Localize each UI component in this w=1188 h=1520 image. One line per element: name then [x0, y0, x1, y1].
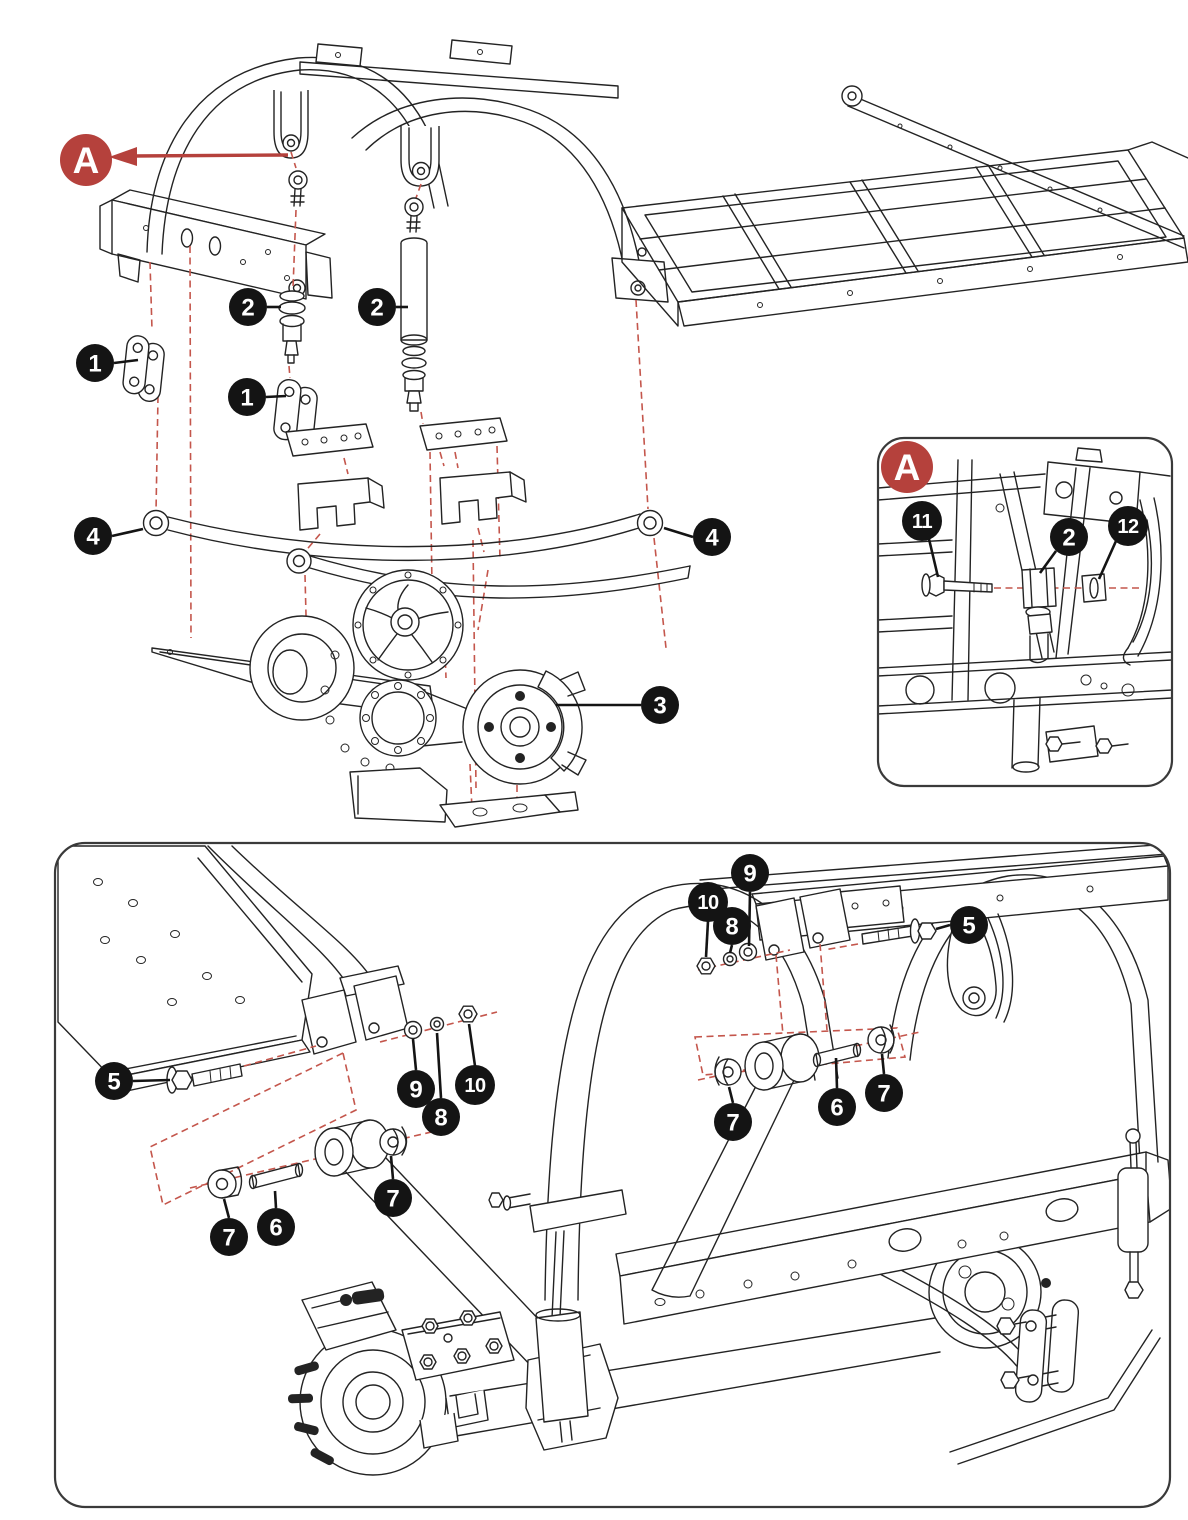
callout-6-right: 6	[818, 1057, 856, 1126]
inset-spacer	[1081, 573, 1107, 603]
inset-border	[876, 436, 1174, 788]
callout-6-left: 6	[257, 1190, 295, 1246]
hardware-left-washers	[403, 1005, 478, 1040]
inset-a-marker: A	[881, 441, 933, 493]
callout-1-left: 1	[76, 344, 139, 382]
leaf-spring-front	[142, 509, 664, 562]
svg-text:2: 2	[1062, 525, 1075, 552]
svg-text:1: 1	[88, 351, 101, 378]
u-bolt-nuts	[419, 1310, 503, 1370]
axle-differential	[249, 569, 579, 828]
callout-8-top: 8	[713, 907, 751, 954]
rear-hub-shackle	[871, 1235, 1080, 1403]
callout-5-left: 5	[95, 1062, 171, 1100]
callout-10-top: 10	[688, 882, 728, 958]
svg-text:11: 11	[912, 511, 933, 533]
detail-inset-view: A 11 2 12	[876, 436, 1174, 788]
callout-8-left: 8	[422, 1032, 460, 1136]
svg-text:8: 8	[434, 1105, 447, 1132]
bottom-assembly-view: 9 10 8 5 7 6 7 5	[53, 841, 1172, 1509]
svg-text:6: 6	[830, 1095, 843, 1122]
svg-text:A: A	[894, 447, 921, 488]
svg-text:7: 7	[386, 1186, 399, 1213]
callout-5-right: 5	[935, 906, 988, 944]
svg-text:5: 5	[962, 913, 975, 940]
detail-a-label: A	[73, 140, 100, 181]
spring-clamp-plates	[285, 417, 527, 531]
svg-text:4: 4	[86, 524, 100, 551]
axle-assembly	[288, 1189, 941, 1476]
callout-7-right-inner: 7	[714, 1086, 752, 1141]
svg-text:9: 9	[743, 861, 756, 888]
callout-7-left-inner: 7	[210, 1198, 248, 1256]
cargo-rack	[621, 85, 1188, 327]
shock-absorber-right	[400, 197, 428, 412]
bushing-set-right	[714, 1024, 895, 1091]
cargo-bed	[57, 845, 375, 1093]
shock-hanger-left	[273, 90, 309, 159]
frame-rail	[615, 1128, 1170, 1465]
callout-4-left: 4	[74, 517, 144, 555]
bushing-set-left	[207, 1119, 408, 1199]
svg-text:7: 7	[726, 1110, 739, 1137]
hardware-left-bolt	[166, 1063, 243, 1094]
svg-text:2: 2	[370, 295, 383, 322]
callout-11: 11	[902, 501, 942, 578]
callout-2-left: 2	[229, 288, 281, 326]
brake-disc-hub	[462, 669, 587, 785]
svg-text:9: 9	[409, 1077, 422, 1104]
detail-arrow-icon	[109, 147, 137, 166]
svg-text:2: 2	[241, 295, 254, 322]
svg-text:5: 5	[107, 1069, 120, 1096]
callout-7-left-outer: 7	[374, 1155, 412, 1217]
svg-text:7: 7	[877, 1081, 890, 1108]
inset-bolt	[921, 573, 993, 597]
shackle-plates-left	[122, 335, 165, 402]
inset-bushing	[1021, 567, 1057, 664]
svg-text:10: 10	[464, 1075, 486, 1097]
svg-text:8: 8	[725, 914, 738, 941]
svg-text:4: 4	[705, 525, 719, 552]
detail-a-marker: A	[60, 134, 289, 186]
callout-4-right: 4	[663, 518, 731, 556]
callout-2-inset: 2	[1038, 518, 1088, 574]
leaf-spring-rear	[286, 548, 691, 599]
svg-text:7: 7	[222, 1225, 235, 1252]
svg-text:12: 12	[1117, 516, 1139, 538]
svg-text:6: 6	[269, 1215, 282, 1242]
frame-structure	[301, 843, 1169, 1301]
svg-text:3: 3	[653, 693, 666, 720]
bottom-view-border	[53, 841, 1172, 1509]
frame-arch-tubes	[146, 39, 669, 303]
callout-2-right: 2	[358, 288, 408, 326]
top-exploded-view: A 1 1 2 2 3 4 4	[60, 39, 1188, 828]
svg-text:1: 1	[240, 385, 253, 412]
svg-text:10: 10	[697, 892, 719, 914]
shock-hanger-right	[400, 126, 440, 187]
callout-7-right-outer: 7	[865, 1053, 903, 1112]
callout-9-left: 9	[397, 1038, 435, 1108]
hardware-right-bolt	[861, 918, 937, 945]
callout-12: 12	[1097, 506, 1148, 580]
frame-front-beam	[99, 189, 333, 300]
callout-10-left: 10	[455, 1023, 495, 1105]
inset-frame	[878, 447, 1172, 773]
callout-1-center: 1	[228, 378, 287, 416]
callout-3: 3	[556, 686, 679, 724]
